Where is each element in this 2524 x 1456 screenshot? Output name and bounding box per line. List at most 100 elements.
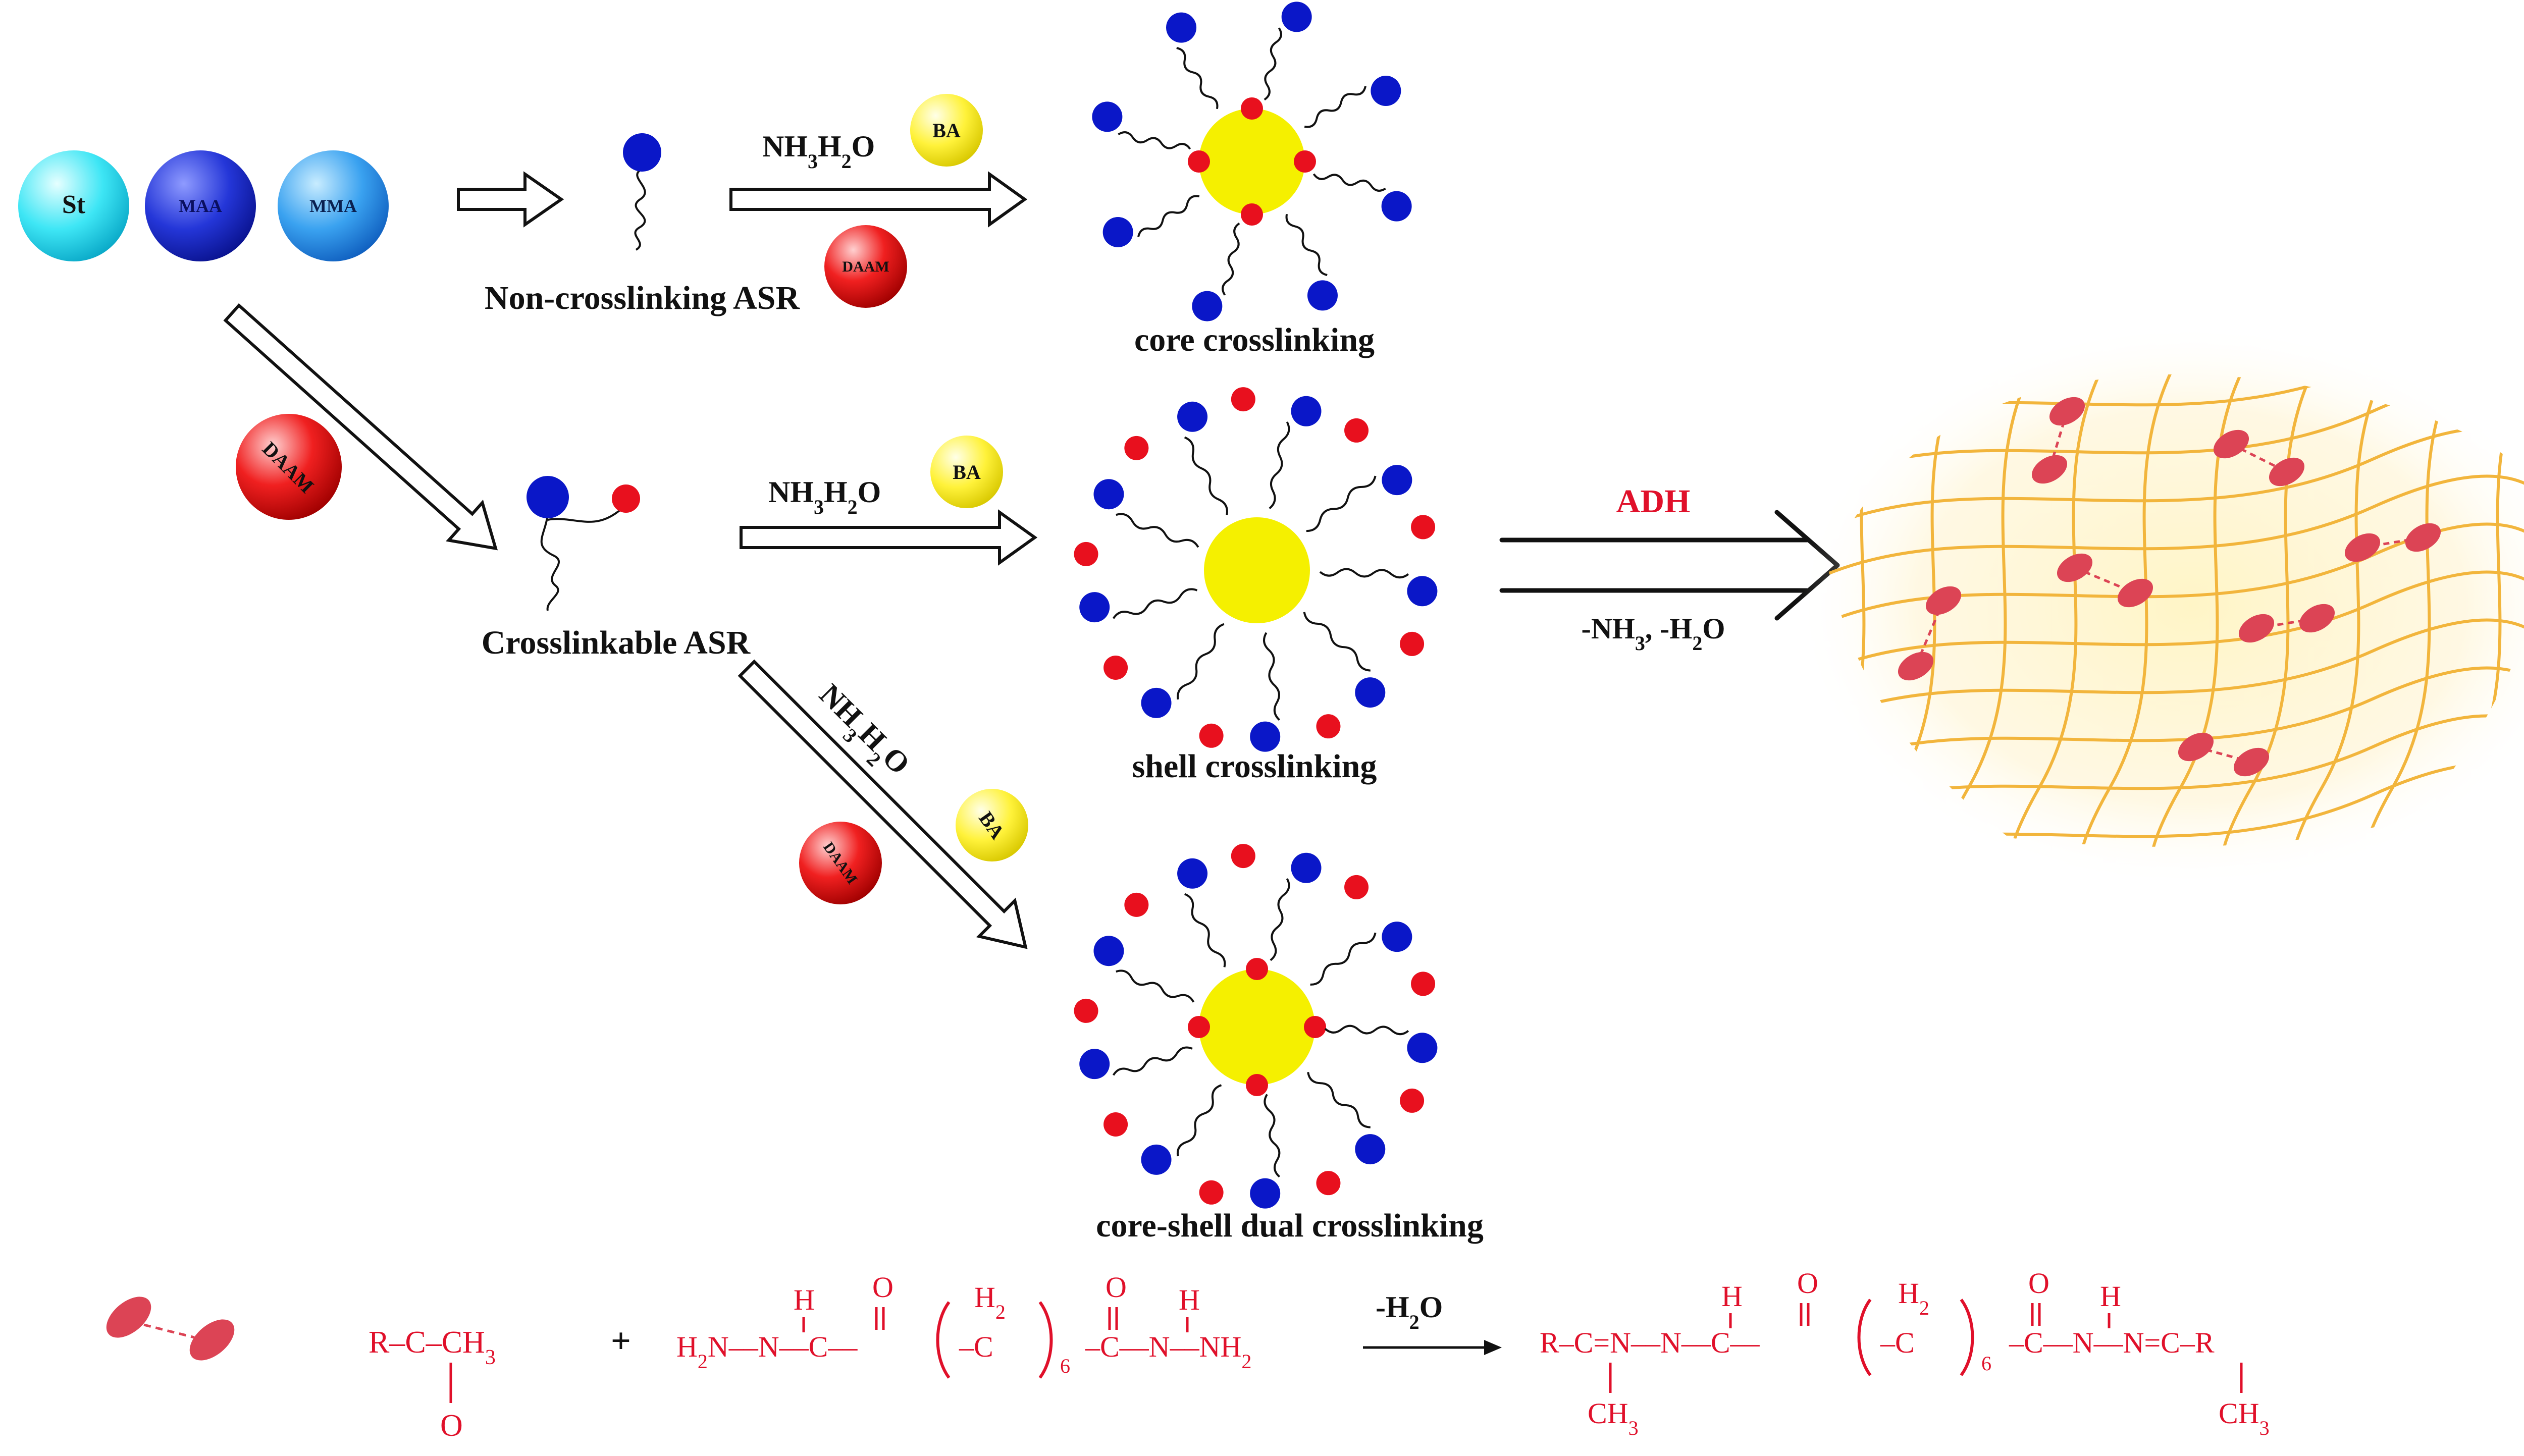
reaction-ketone: R–C–CH3 O	[369, 1325, 496, 1443]
svg-text:H2N––N––C––: H2N––N––C––	[676, 1330, 858, 1373]
core-crosslink-site	[1246, 1074, 1268, 1096]
svg-text:O: O	[440, 1409, 463, 1443]
reaction-product: R–C=N––N––C–– CH3 H O H2 –C 6 –C––N––N=C…	[1540, 1267, 2270, 1439]
particle-core-crosslinking	[1092, 2, 1412, 321]
adh-byproducts: -NH3, -H2O	[1582, 612, 1725, 655]
core-crosslink-site	[1188, 1016, 1210, 1038]
polymer-chain	[1310, 932, 1377, 986]
shell-crosslink-site	[1411, 515, 1436, 540]
network-strand	[2078, 374, 2182, 847]
svg-text:O: O	[2028, 1267, 2049, 1300]
chain-non-crosslinking	[623, 133, 661, 251]
core-crosslink-site	[1241, 97, 1263, 120]
crosslink-node	[2178, 732, 2214, 762]
label-non-crosslinking-asr: Non-crosslinking ASR	[485, 280, 800, 316]
reagent-ba-1-label: BA	[932, 119, 961, 142]
hydrophilic-head	[1079, 592, 1110, 623]
svg-text:H2: H2	[1898, 1277, 1929, 1319]
monomer-mma-label: MMA	[309, 196, 357, 216]
reagent-daam-3: DAAM	[799, 822, 882, 904]
reaction-plus: +	[611, 1322, 631, 1361]
core-crosslink-site	[1188, 150, 1210, 173]
hydrophilic-head	[1177, 858, 1208, 889]
monomer-mma: MMA	[278, 150, 389, 261]
svg-text:H: H	[1721, 1280, 1743, 1313]
reaction-arrow: -H2O	[1363, 1290, 1502, 1355]
shell-crosslink-site	[1316, 1171, 1341, 1196]
polymer-chain	[1137, 195, 1200, 237]
svg-text:–C––N––N=C–R: –C––N––N=C–R	[2009, 1326, 2215, 1359]
reagent-ba-2-label: BA	[953, 461, 981, 483]
monomer-maa: MAA	[145, 150, 256, 261]
svg-text:–C: –C	[1880, 1326, 1915, 1359]
network-glow	[1797, 323, 2524, 888]
adh-arrow	[1499, 510, 1840, 621]
svg-text:–C: –C	[959, 1330, 993, 1363]
network-strand	[1827, 426, 2524, 542]
crosslink-node	[2238, 614, 2275, 643]
shell-crosslink-site	[1411, 972, 1436, 996]
network-strand	[1827, 666, 2524, 781]
polymer-chain	[1222, 222, 1240, 296]
network-strand	[1827, 618, 2524, 733]
reaction-repeat-2: 6	[1981, 1352, 1991, 1375]
crosslink-node	[2117, 578, 2153, 608]
network-strand	[2290, 374, 2394, 847]
reagent-ammonia-1: NH3H2O	[762, 130, 875, 173]
shell-crosslink-site	[1103, 655, 1128, 680]
shell-crosslink-site	[1316, 714, 1341, 739]
shell-crosslink-site	[1074, 998, 1098, 1023]
polymer-chain	[1303, 612, 1371, 672]
reaction-byproduct: -H2O	[1376, 1290, 1443, 1333]
polymer-chain	[1184, 893, 1226, 967]
core-crosslink-site	[1241, 203, 1263, 226]
crosslink-node	[2057, 553, 2093, 582]
polymer-chain	[1270, 878, 1290, 961]
hydrophilic-head	[1079, 1049, 1110, 1080]
reagent-daam-1-label: DAAM	[842, 258, 889, 275]
hydrophilic-head	[1250, 721, 1281, 752]
network-strand	[1827, 474, 2524, 589]
core-crosslink-site	[1294, 150, 1316, 173]
shell-crosslink-site	[1199, 723, 1224, 748]
shell-crosslink-site	[1074, 542, 1098, 566]
hydrophilic-head	[1371, 76, 1401, 106]
shell-crosslink-site	[1400, 1088, 1425, 1113]
polymer-chain	[1116, 969, 1195, 1003]
reagent-ba-2: BA	[930, 436, 1003, 508]
reaction-adh: H2N––N––C–– H O H2 –C 6 –C––N––NH2 O H	[676, 1271, 1251, 1379]
hydrophilic-head	[1355, 1134, 1386, 1165]
polymer-chain	[1116, 513, 1199, 548]
polymer-chain	[1177, 623, 1225, 700]
svg-text:H: H	[2100, 1280, 2121, 1313]
chain-crosslinkable	[527, 476, 640, 611]
label-crosslinkable-asr: Crosslinkable ASR	[482, 624, 751, 661]
shell-crosslink-site	[1231, 844, 1255, 869]
network-strand	[2361, 374, 2465, 847]
polymer-chain	[1184, 436, 1228, 515]
crosslink-node	[2049, 397, 2085, 426]
hydrophilic-head	[1381, 191, 1412, 222]
hydrophilic-head	[1141, 687, 1172, 718]
monomer-st-label: St	[62, 190, 86, 219]
hydrophilic-head	[1177, 401, 1208, 432]
svg-text:O: O	[1797, 1267, 1818, 1300]
hydrophilic-head	[1192, 291, 1223, 321]
svg-text:O: O	[872, 1271, 893, 1304]
polymer-chain	[1112, 588, 1198, 619]
core-crosslink-site	[1246, 958, 1268, 980]
network-strand	[1937, 374, 2041, 847]
crosslink-node	[2213, 429, 2249, 459]
polymer-chain	[1312, 173, 1386, 192]
crosslink-node	[2299, 604, 2335, 633]
network-strand	[2149, 374, 2253, 847]
reagent-daam-2: DAAM	[236, 414, 342, 520]
svg-text:R–C–CH3: R–C–CH3	[369, 1325, 496, 1369]
particle-core	[1204, 517, 1310, 623]
crosslink-node	[1898, 652, 1934, 681]
polymer-chain	[1306, 475, 1377, 532]
particle-core	[1199, 969, 1315, 1085]
hydrophilic-head	[1102, 217, 1133, 247]
